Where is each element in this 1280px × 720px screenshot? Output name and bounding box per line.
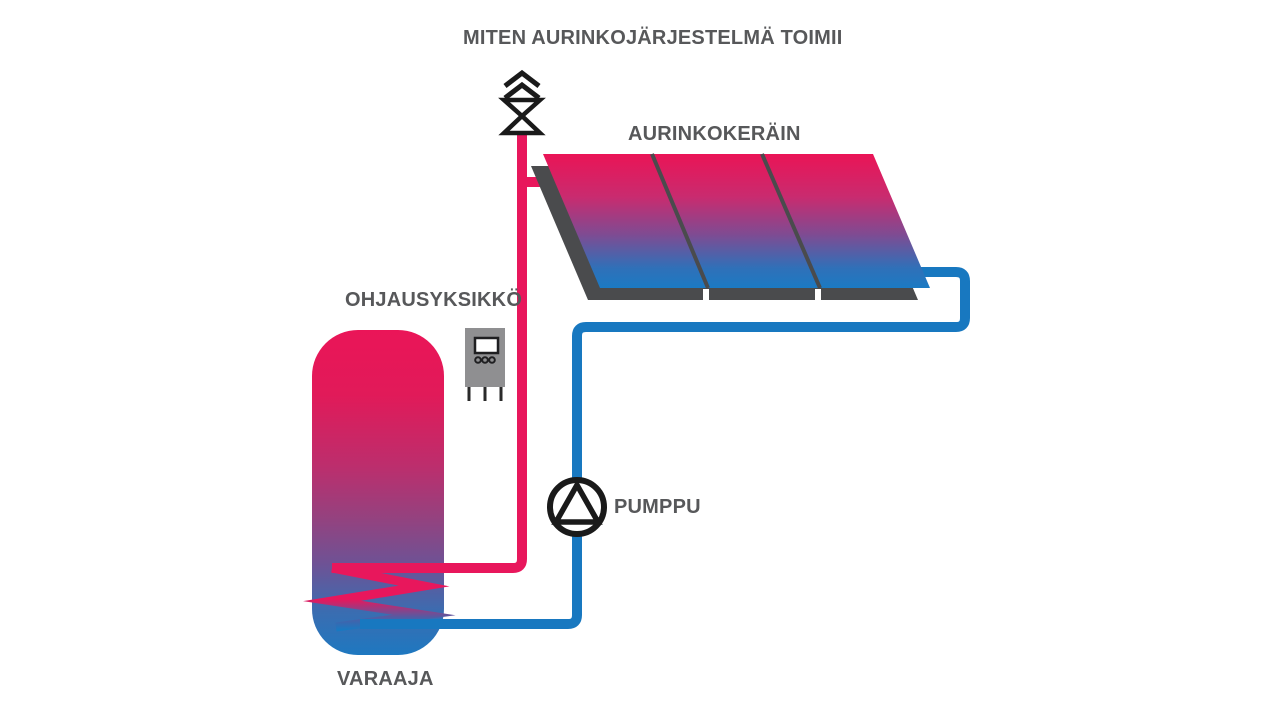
solar-collector: [531, 153, 930, 302]
control-unit-button: [481, 356, 489, 364]
collector-panel-face: [543, 154, 930, 288]
pump-icon: [547, 477, 607, 537]
diagram-title: MITEN AURINKOJÄRJESTELMÄ TOIMII: [463, 27, 843, 49]
frame-gap: [815, 289, 821, 302]
tank-label: VARAAJA: [337, 668, 434, 690]
control-unit-label: OHJAUSYKSIKKÖ: [345, 289, 523, 311]
valve-chevron-icon: [503, 69, 541, 88]
control-unit-button: [488, 356, 496, 364]
collector-label: AURINKOKERÄIN: [628, 123, 801, 145]
air-vent-valve-icon: [498, 69, 546, 136]
valve-lower-triangle: [498, 112, 546, 136]
panel-separator: [650, 153, 710, 289]
hot-pipe: [332, 128, 527, 573]
frame-gap: [703, 289, 709, 302]
control-unit-icon: [465, 328, 505, 401]
valve-upper-triangle: [498, 97, 546, 120]
control-unit-button: [474, 356, 482, 364]
valve-chevron-icon: [503, 81, 541, 100]
pump-triangle: [551, 479, 603, 525]
cold-pipe: [360, 267, 970, 629]
panel-separator: [760, 153, 822, 289]
control-unit-display: [473, 336, 500, 355]
pump-label: PUMPPU: [614, 496, 701, 518]
